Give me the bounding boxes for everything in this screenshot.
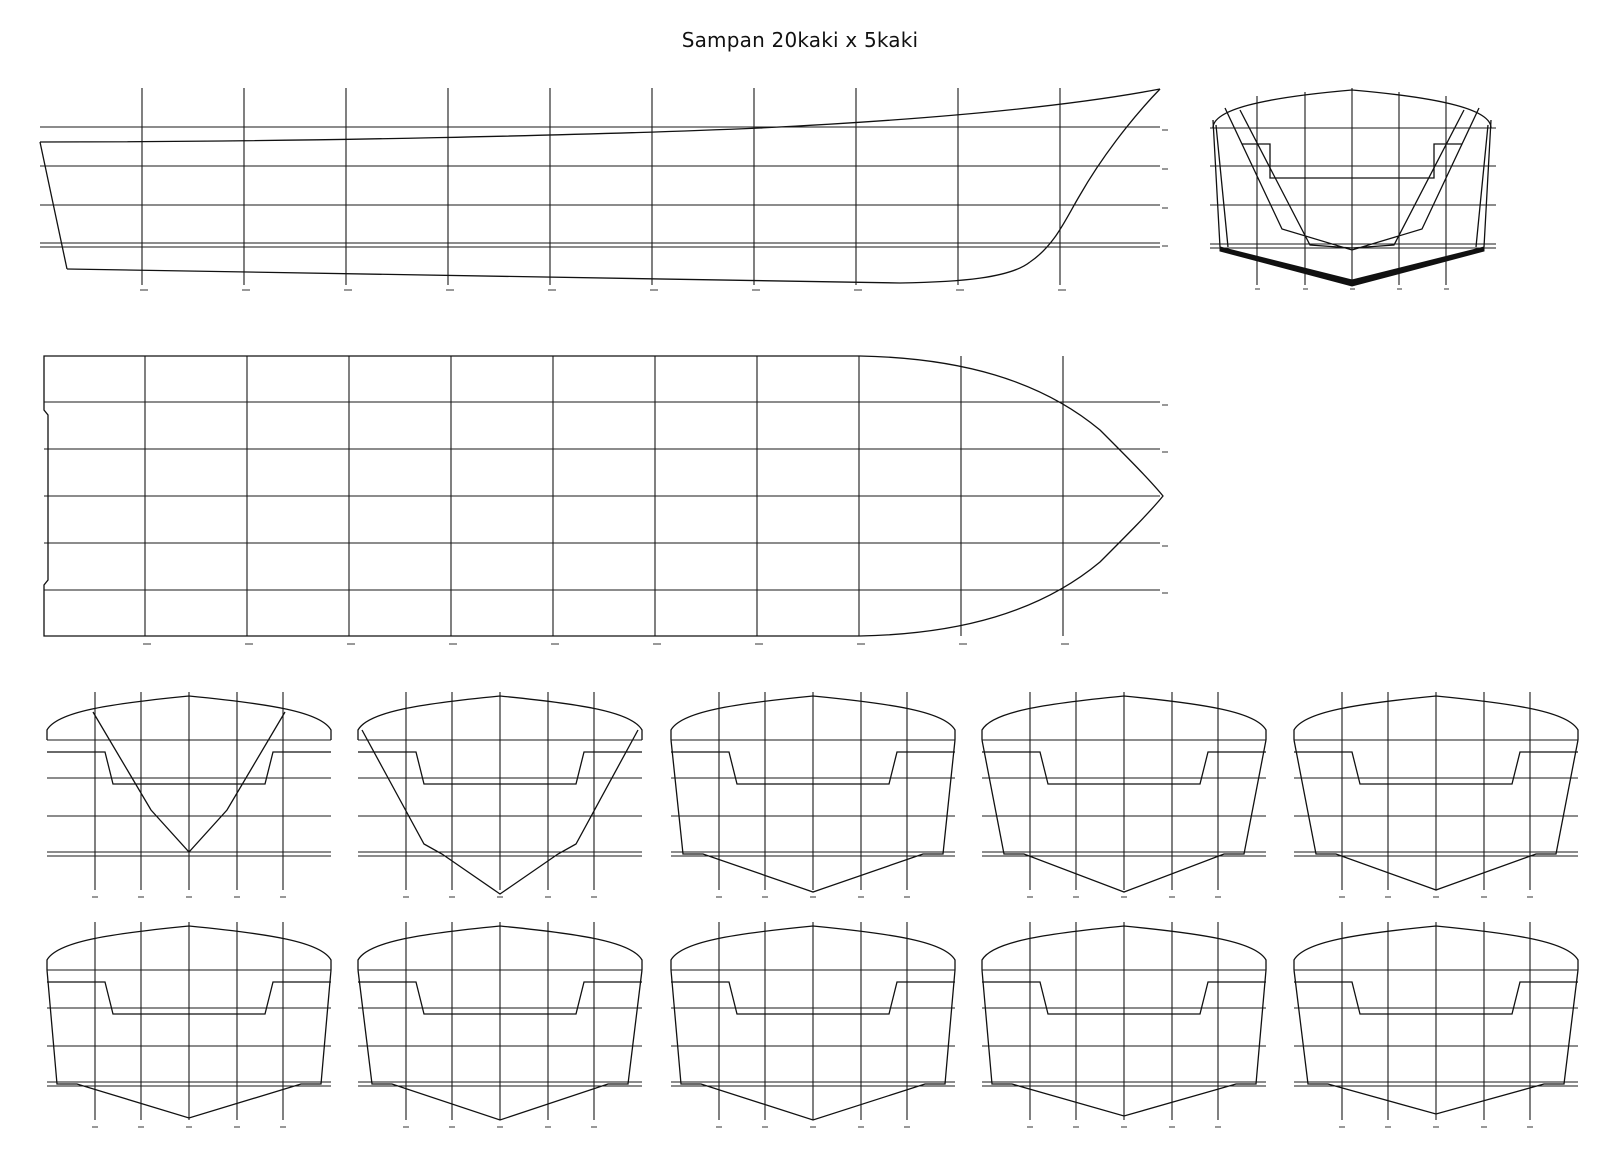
section-cockpit: [358, 751, 642, 785]
body-plan: [1210, 88, 1496, 290]
profile-tick-marks: [140, 129, 1168, 291]
section-hull-shape: [361, 729, 639, 895]
plan-tick-marks: [143, 404, 1168, 645]
section-cockpit: [1294, 981, 1578, 1015]
body-plan-deck: [1212, 89, 1492, 129]
section-10: [1293, 922, 1579, 1128]
body-plan-grid: [1210, 88, 1496, 285]
section-deck: [46, 925, 332, 970]
section-6: [46, 922, 332, 1128]
section-hull-shape: [981, 739, 1267, 893]
section-deck: [981, 925, 1267, 970]
section-cockpit: [671, 751, 955, 785]
section-hull-shape: [46, 969, 332, 1119]
section-deck: [46, 695, 332, 740]
section-4: [981, 692, 1267, 898]
section-deck: [1293, 695, 1579, 740]
section-2: [357, 692, 643, 898]
section-1: [46, 692, 332, 898]
section-hull-shape: [1293, 739, 1579, 891]
body-plan-cockpit: [1242, 143, 1462, 179]
section-deck: [357, 925, 643, 970]
section-hull-shape: [981, 969, 1267, 1117]
profile-waterlines: [40, 126, 1160, 248]
section-hull-shape: [670, 739, 956, 893]
body-plan-keel: [1219, 246, 1485, 287]
section-deck: [670, 925, 956, 970]
section-hull-shape: [670, 969, 956, 1121]
half-breadth-plan: [43, 355, 1168, 645]
body-plan-topsides: [1212, 119, 1492, 248]
section-deck: [1293, 925, 1579, 970]
section-7: [357, 922, 643, 1128]
section-hull-shape: [357, 969, 643, 1121]
section-hull-shape: [92, 711, 286, 853]
section-deck: [357, 695, 643, 740]
section-deck: [670, 695, 956, 740]
section-cockpit: [982, 981, 1266, 1015]
section-cockpit: [1294, 751, 1578, 785]
section-cockpit: [358, 981, 642, 1015]
profile-station-lines: [141, 88, 1061, 285]
drawing-title: Sampan 20kaki x 5kaki: [681, 28, 919, 52]
body-plan-bow-sections: [1224, 107, 1480, 251]
section-5: [1293, 692, 1579, 898]
plan-buttock-lines: [44, 401, 1160, 591]
sheer-line: [39, 88, 1161, 143]
section-cockpit: [47, 751, 331, 785]
station-sections: [46, 692, 1579, 1128]
section-9: [981, 922, 1267, 1128]
transom-line: [39, 141, 68, 270]
section-cockpit: [47, 981, 331, 1015]
section-deck: [981, 695, 1267, 740]
sheer-plan: [39, 88, 1168, 291]
plan-outline: [43, 355, 1164, 637]
section-8: [670, 922, 956, 1128]
section-cockpit: [671, 981, 955, 1015]
stem-line: [1029, 88, 1161, 263]
section-hull-shape: [1293, 969, 1579, 1115]
keel-line: [66, 261, 1031, 284]
section-3: [670, 692, 956, 898]
section-cockpit: [982, 751, 1266, 785]
